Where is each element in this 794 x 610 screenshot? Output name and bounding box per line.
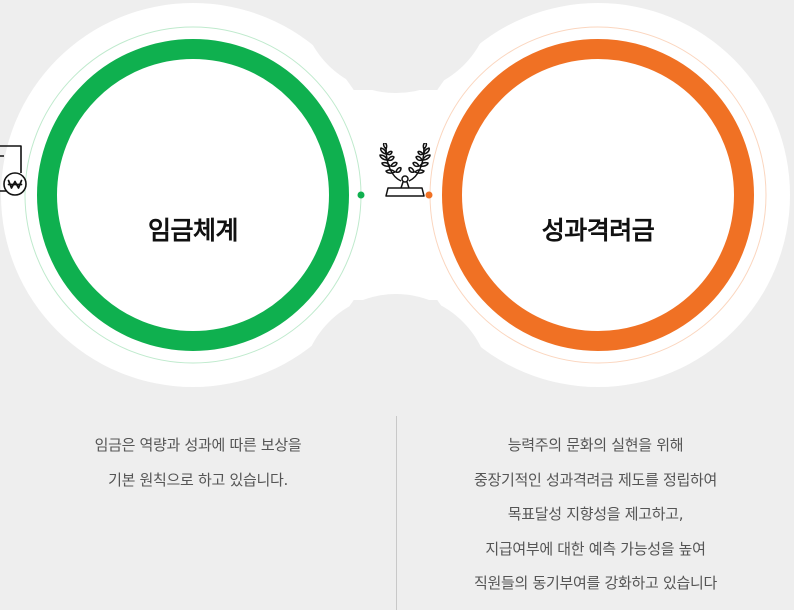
performance-bonus-title: 성과격려금	[541, 216, 655, 245]
wage-system-description: 임금은 역량과 성과에 따른 보상을 기본 원칙으로 하고 있습니다.	[0, 428, 396, 497]
description-line: 임금은 역량과 성과에 따른 보상을	[94, 436, 302, 454]
performance-bonus-description: 능력주의 문화의 실현을 위해 중장기적인 성과격려금 제도를 정립하여 목표달…	[397, 428, 794, 601]
description-line: 능력주의 문화의 실현을 위해	[507, 436, 684, 454]
laurel-trophy-icon	[379, 143, 431, 197]
laptop-won-icon	[0, 145, 27, 196]
wage-system-card: 임금체계	[0, 0, 386, 390]
description-line: 직원들의 동기부여를 강화하고 있습니다	[474, 574, 717, 592]
description-line: 지급여부에 대한 예측 가능성을 높여	[485, 539, 706, 558]
description-line: 기본 원칙으로 하고 있습니다.	[108, 470, 288, 489]
description-line: 중장기적인 성과격려금 제도를 정립하여	[474, 470, 717, 489]
performance-bonus-card: 성과격려금	[379, 0, 791, 390]
diagram-background	[1, 3, 790, 387]
description-line: 목표달성 지향성을 제고하고,	[507, 505, 684, 523]
column-divider	[396, 416, 397, 610]
wage-system-title: 임금체계	[147, 216, 239, 245]
compensation-diagram: 임금체계	[0, 0, 791, 390]
